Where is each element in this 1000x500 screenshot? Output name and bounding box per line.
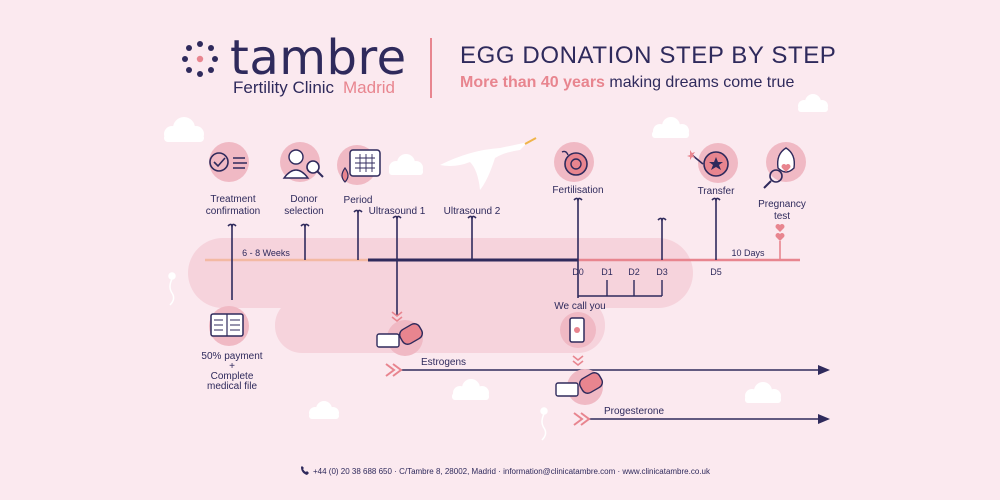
- sperm-icon: [540, 407, 548, 441]
- progesterone-medication-icon: [555, 369, 604, 405]
- tagline-rest: making dreams come true: [609, 74, 795, 91]
- heart-icon: [775, 224, 785, 241]
- day-d5: D5: [710, 267, 722, 277]
- brand-name: tambre: [230, 30, 407, 86]
- step-pregnancy-test: Pregnancy test: [758, 199, 806, 222]
- step-period: Period: [343, 195, 373, 206]
- progesterone-label: Progesterone: [604, 406, 665, 417]
- duration-weeks: 6 - 8 Weeks: [242, 248, 290, 258]
- duration-days: 10 Days: [731, 248, 765, 258]
- pregnancy-test-icon: [763, 142, 806, 189]
- donor-selection-icon: [280, 142, 324, 182]
- chevron-down-icon: [572, 355, 584, 367]
- medical-file-icon: [209, 306, 249, 346]
- cloud-icon: [452, 379, 489, 400]
- step-donor-selection: Donor selection: [284, 194, 324, 217]
- chevron-down-icon: [391, 311, 403, 323]
- transfer-wand-icon: [687, 143, 738, 183]
- estrogens-arrow: [385, 363, 830, 377]
- step-markers: [227, 197, 721, 315]
- phone-call-icon: [560, 312, 596, 348]
- estrogen-medication-icon: [376, 320, 424, 356]
- progesterone-arrow: [573, 412, 830, 426]
- period-calendar-icon: [337, 145, 381, 185]
- cloud-icon: [798, 94, 828, 112]
- phone-icon: [301, 466, 309, 475]
- step-ultrasound-1: Ultrasound 1: [368, 206, 426, 217]
- payment-medical-file: 50% payment + Complete medical file: [201, 351, 263, 392]
- step-ultrasound-2: Ultrasound 2: [443, 206, 501, 217]
- footer-contact: +44 (0) 20 38 688 650 · C/Tambre 8, 2800…: [313, 467, 710, 476]
- embryo-days-bracket: [578, 280, 663, 297]
- day-d1: D1: [601, 267, 613, 277]
- page-title: EGG DONATION STEP BY STEP: [460, 42, 837, 69]
- tagline-bold: More than 40 years: [460, 74, 605, 91]
- cloud-icon: [652, 117, 689, 138]
- cloud-icon: [164, 117, 204, 142]
- day-d2: D2: [628, 267, 640, 277]
- cloud-icon: [745, 382, 781, 403]
- step-fertilisation: Fertilisation: [552, 185, 604, 196]
- timeline-blob: [188, 238, 693, 308]
- step-treatment-confirmation: Treatment confirmation: [205, 194, 261, 217]
- fertilisation-egg-icon: [554, 142, 594, 182]
- sperm-icon: [168, 272, 176, 306]
- we-call-you: We call you: [554, 301, 606, 312]
- step-transfer: Transfer: [697, 186, 735, 197]
- estrogens-label: Estrogens: [421, 357, 467, 368]
- day-d0: D0: [572, 267, 584, 277]
- cloud-icon: [389, 154, 423, 175]
- cloud-icon: [309, 401, 339, 419]
- day-d3: D3: [656, 267, 668, 277]
- treatment-confirmation-icon: [209, 142, 249, 182]
- tagline: More than 40 years making dreams come tr…: [460, 74, 794, 92]
- stork-icon: [440, 137, 537, 190]
- brand-city: Madrid: [343, 78, 395, 97]
- tambre-logo-icon: [182, 41, 218, 77]
- brand-subtitle: Fertility Clinic: [233, 78, 335, 97]
- lower-blob: [275, 298, 605, 353]
